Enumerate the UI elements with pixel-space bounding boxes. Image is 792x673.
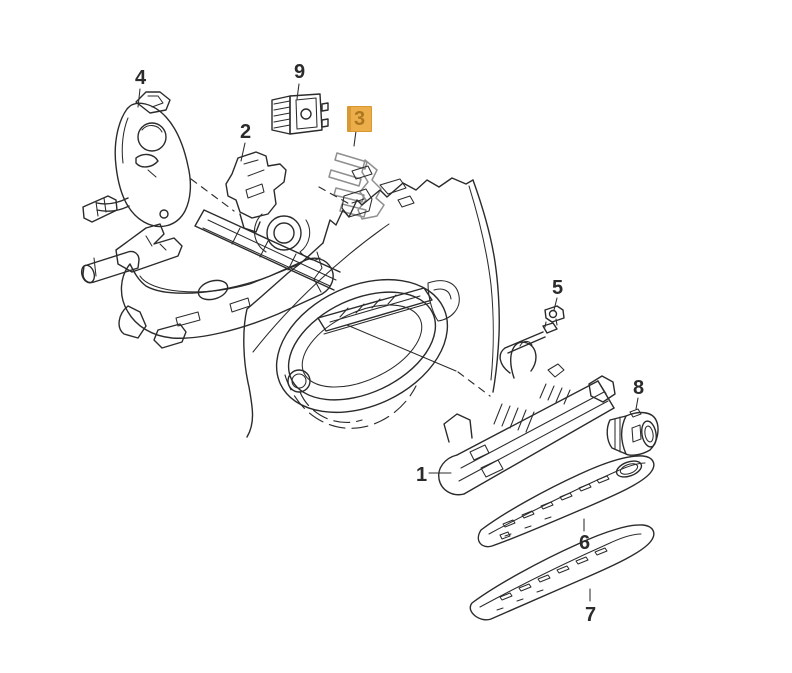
callout-1[interactable]: 1 <box>415 464 428 486</box>
callout-6[interactable]: 6 <box>578 532 591 554</box>
part-9-drawing <box>272 94 328 134</box>
part-8-drawing <box>607 409 658 455</box>
callout-7[interactable]: 7 <box>584 604 597 626</box>
part-1-drawing <box>439 341 615 494</box>
handle-recess-drawing <box>255 254 469 439</box>
part-3-drawing <box>329 153 384 219</box>
callout-leader-lines <box>138 84 638 601</box>
callout-9[interactable]: 9 <box>293 61 306 83</box>
part-4-drawing <box>83 92 190 226</box>
callout-4[interactable]: 4 <box>134 67 147 89</box>
handle-carrier-assembly-drawing <box>80 210 340 348</box>
callout-8[interactable]: 8 <box>632 377 645 399</box>
part-7-drawing <box>470 525 654 620</box>
callout-5[interactable]: 5 <box>551 277 564 299</box>
callout-2[interactable]: 2 <box>239 121 252 143</box>
callout-3-highlighted[interactable]: 3 <box>347 106 372 132</box>
part-6-drawing <box>478 456 653 547</box>
door-panel-outline <box>244 166 499 437</box>
part-5-drawing <box>500 306 564 373</box>
part-2-drawing <box>226 152 286 232</box>
